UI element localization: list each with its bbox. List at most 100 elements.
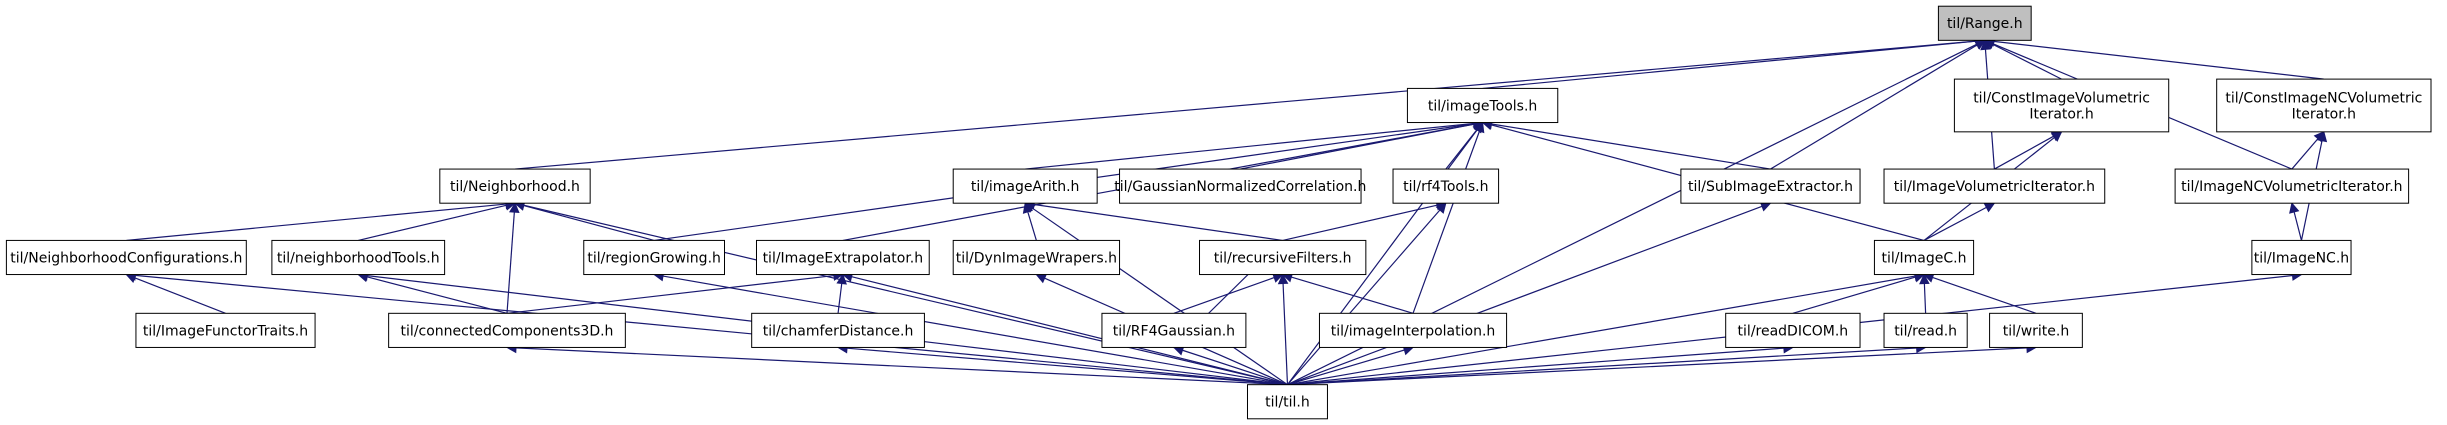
node-box[interactable]: [952, 168, 1098, 204]
edge-arrowhead: [1983, 202, 1996, 213]
edge-neightools-to-neighborhood: [358, 200, 517, 242]
node-box[interactable]: [1392, 168, 1500, 204]
node-box[interactable]: [5, 239, 247, 276]
node-box[interactable]: [1725, 312, 1861, 348]
edge-til-to-rf4tools: [1287, 202, 1447, 386]
edge-line: [366, 276, 508, 314]
node-rf4tools[interactable]: til/rf4Tools.h: [1392, 168, 1500, 204]
node-recursive[interactable]: til/recursiveFilters.h: [1199, 239, 1367, 276]
edge-arrowhead: [2050, 131, 2063, 142]
edge-line: [1992, 43, 2062, 80]
edge-line: [523, 204, 655, 241]
node-label: til/ImageExtrapolator.h: [763, 250, 924, 266]
edge-line: [2293, 211, 2303, 241]
edge-til-to-subimage: [1287, 201, 1772, 386]
node-label: til/Range.h: [1947, 16, 2023, 32]
node-readdicom[interactable]: til/readDICOM.h: [1725, 312, 1861, 348]
node-label: til/readDICOM.h: [1738, 323, 1849, 339]
node-box[interactable]: [1989, 312, 2083, 348]
node-box[interactable]: [388, 312, 626, 348]
node-box[interactable]: [1680, 168, 1861, 204]
node-box[interactable]: [751, 312, 925, 348]
edge-subimage-to-range: [1770, 39, 1986, 170]
edge-line: [1027, 211, 1037, 241]
node-imagefunctor[interactable]: til/ImageFunctorTraits.h: [135, 312, 316, 348]
node-box[interactable]: [755, 239, 930, 276]
node-rf4gauss[interactable]: til/RF4Gaussian.h: [1101, 312, 1247, 348]
node-box[interactable]: [1873, 239, 1975, 276]
edge-line: [1282, 283, 1289, 385]
node-label: til/ImageFunctorTraits.h: [143, 323, 308, 339]
node-range[interactable]: til/Range.h: [1937, 5, 2032, 41]
node-box[interactable]: [1199, 239, 1367, 276]
node-box[interactable]: [1406, 87, 1559, 124]
node-read[interactable]: til/read.h: [1883, 312, 1968, 348]
edge-arrowhead: [1435, 202, 1447, 214]
node-box[interactable]: [2251, 239, 2352, 276]
node-box[interactable]: [135, 312, 316, 348]
node-label: til/Neighborhood.h: [450, 179, 580, 195]
node-gaussnorm[interactable]: til/GaussianNormalizedCorrelation.h: [1114, 168, 1366, 204]
node-label: Iterator.h: [2292, 106, 2356, 122]
edge-line: [2291, 138, 2319, 170]
node-neightools[interactable]: til/neighborhoodTools.h: [271, 239, 446, 276]
node-write[interactable]: til/write.h: [1989, 312, 2083, 348]
edge-line: [134, 277, 226, 314]
node-box[interactable]: [1119, 168, 1362, 204]
edge-line: [1034, 203, 1283, 242]
edge-line: [837, 283, 843, 314]
node-box[interactable]: [1953, 78, 2170, 133]
node-box[interactable]: [2216, 78, 2432, 133]
node-imagearith[interactable]: til/imageArith.h: [952, 168, 1098, 204]
node-imagetools[interactable]: til/imageTools.h: [1406, 87, 1559, 124]
node-box[interactable]: [271, 239, 446, 276]
edge-line: [358, 204, 507, 242]
edge-arrowhead: [509, 202, 520, 214]
node-imagencvoliter[interactable]: til/ImageNCVolumetricIterator.h: [2174, 168, 2410, 204]
node-box[interactable]: [952, 239, 1121, 276]
node-label: til/GaussianNormalizedCorrelation.h: [1114, 179, 1366, 195]
node-box[interactable]: [1937, 5, 2032, 41]
edge-line: [1994, 135, 2054, 170]
node-neighconfig[interactable]: til/NeighborhoodConfigurations.h: [5, 239, 247, 276]
edge-constimagevol-to-range: [1983, 39, 2062, 80]
node-label: til/RF4Gaussian.h: [1113, 323, 1235, 339]
edge-line: [1173, 277, 1275, 314]
edge-subimage-to-imagetools: [1481, 118, 1771, 170]
node-imageextrap[interactable]: til/ImageExtrapolator.h: [755, 239, 930, 276]
node-box[interactable]: [2174, 168, 2410, 204]
node-label: Iterator.h: [2029, 106, 2093, 122]
edge-imageinterp-to-recursive: [1281, 272, 1414, 314]
node-dynimage[interactable]: til/DynImageWrapers.h: [952, 239, 1121, 276]
node-box[interactable]: [439, 168, 591, 204]
edge-line: [1770, 44, 1978, 170]
node-box[interactable]: [1101, 312, 1247, 348]
node-imagec[interactable]: til/ImageC.h: [1873, 239, 1975, 276]
node-imageinterp[interactable]: til/imageInterpolation.h: [1318, 312, 1508, 348]
node-label: til/read.h: [1894, 323, 1957, 339]
node-box[interactable]: [1246, 384, 1328, 420]
edge-til-to-neighborhood: [513, 200, 1288, 386]
node-imagevoliter[interactable]: til/ImageVolumetricIterator.h: [1883, 168, 2106, 204]
node-box[interactable]: [1883, 312, 1968, 348]
node-connected[interactable]: til/connectedComponents3D.h: [388, 312, 626, 348]
node-label: til/DynImageWrapers.h: [956, 250, 1117, 266]
edge-line: [1932, 276, 2037, 314]
node-box[interactable]: [1318, 312, 1508, 348]
node-regiongrowing[interactable]: til/regionGrowing.h: [583, 239, 726, 276]
edge-read-to-imagec: [1919, 273, 1930, 314]
node-neighborhood[interactable]: til/Neighborhood.h: [439, 168, 591, 204]
node-subimage[interactable]: til/SubImageExtractor.h: [1680, 168, 1861, 204]
node-box[interactable]: [583, 239, 726, 276]
node-til[interactable]: til/til.h: [1246, 384, 1328, 420]
edge-line: [523, 204, 1288, 386]
edge-arrowhead: [1919, 273, 1930, 285]
node-imagenc[interactable]: til/ImageNC.h: [2251, 239, 2352, 276]
edge-arrowhead: [1024, 202, 1037, 213]
edge-line: [1287, 347, 1784, 386]
node-box[interactable]: [1883, 168, 2106, 204]
node-chamfer[interactable]: til/chamferDistance.h: [751, 312, 925, 348]
